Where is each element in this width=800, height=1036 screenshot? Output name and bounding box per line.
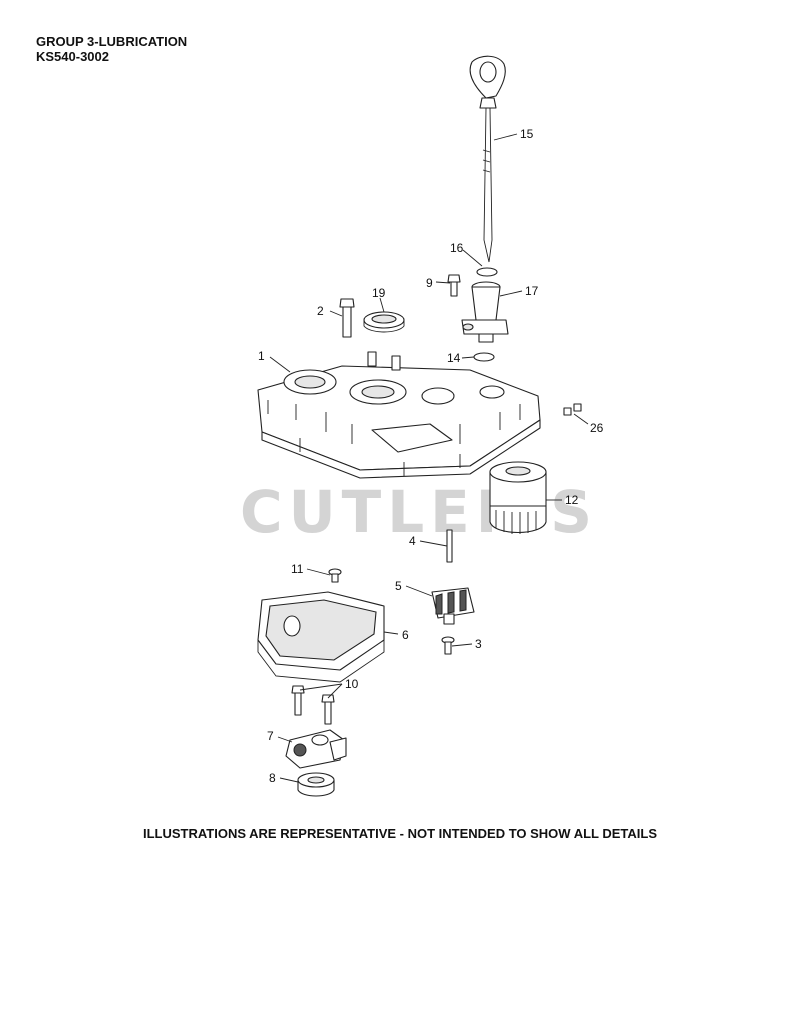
callout-1: 1 bbox=[258, 349, 265, 363]
part-5-gear bbox=[431, 587, 475, 625]
part-7-pump bbox=[285, 729, 347, 769]
callout-2: 2 bbox=[317, 304, 324, 318]
part-14-o-ring bbox=[473, 352, 495, 362]
callout-9: 9 bbox=[426, 276, 433, 290]
part-17-dipstick-tube bbox=[461, 281, 509, 343]
callout-15: 15 bbox=[520, 127, 534, 141]
callout-labels: 15 16 9 17 2 19 1 14 26 12 4 11 5 6 3 10… bbox=[258, 127, 604, 785]
callout-7: 7 bbox=[267, 729, 274, 743]
leader-lines bbox=[269, 133, 589, 783]
part-4-shaft bbox=[446, 529, 453, 563]
part-3-screw bbox=[441, 636, 455, 655]
callout-26: 26 bbox=[590, 421, 604, 435]
callout-8: 8 bbox=[269, 771, 276, 785]
part-26-plugs bbox=[563, 403, 582, 416]
callout-12: 12 bbox=[565, 493, 579, 507]
callout-4: 4 bbox=[409, 534, 416, 548]
part-6-cover bbox=[257, 591, 385, 683]
part-19-oil-seal bbox=[363, 311, 405, 333]
callout-10: 10 bbox=[345, 677, 359, 691]
callout-16: 16 bbox=[450, 241, 464, 255]
callout-11: 11 bbox=[291, 562, 304, 576]
callout-3: 3 bbox=[475, 637, 482, 651]
disclaimer-footer: ILLUSTRATIONS ARE REPRESENTATIVE - NOT I… bbox=[143, 826, 657, 841]
part-9-bolt bbox=[447, 274, 461, 297]
model-number: KS540-3002 bbox=[36, 49, 109, 64]
part-16-o-ring bbox=[476, 267, 498, 277]
part-10-bolts bbox=[291, 685, 335, 725]
callout-5: 5 bbox=[395, 579, 402, 593]
part-2-bolt bbox=[339, 298, 355, 338]
group-title: GROUP 3-LUBRICATION bbox=[36, 34, 188, 49]
part-12-oil-filter bbox=[489, 461, 547, 534]
callout-6: 6 bbox=[402, 628, 409, 642]
part-11-screw bbox=[328, 568, 342, 583]
callout-19: 19 bbox=[372, 286, 386, 300]
callout-17: 17 bbox=[525, 284, 539, 298]
part-1-oil-pan bbox=[257, 351, 541, 479]
part-15-dipstick bbox=[469, 55, 506, 263]
part-8-rotor bbox=[297, 772, 335, 797]
callout-14: 14 bbox=[447, 351, 461, 365]
